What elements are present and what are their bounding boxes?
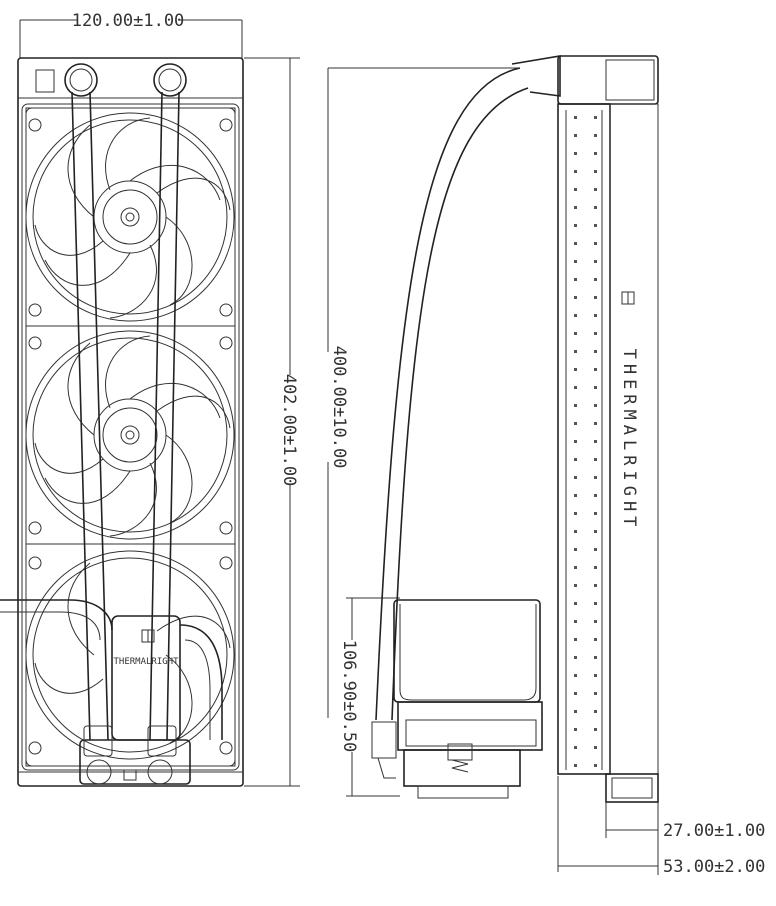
fan-3 bbox=[25, 543, 236, 767]
pump-brand-label: THERMALRIGHT bbox=[113, 657, 179, 667]
radiator-side: THERMALRIGHT bbox=[557, 103, 659, 775]
total-thickness-label: 53.00±2.00 bbox=[663, 857, 765, 877]
pump-height-label: 106.90±0.50 bbox=[339, 640, 359, 753]
front-view: 120.00±1.00 bbox=[0, 11, 300, 787]
fan-1 bbox=[25, 107, 236, 327]
side-tube bbox=[375, 55, 561, 721]
side-pump bbox=[371, 599, 543, 799]
pump-height-dimension: 106.90±0.50 bbox=[339, 597, 400, 797]
width-dimension: 120.00±1.00 bbox=[19, 11, 243, 58]
side-brand-label: THERMALRIGHT bbox=[619, 349, 639, 532]
tube-length-label: 400.00±10.00 bbox=[329, 346, 349, 469]
fan-2 bbox=[25, 325, 236, 545]
front-tubes bbox=[64, 63, 187, 741]
side-view: 400.00±10.00 106.90±0.50 THERMALRIGHT bbox=[327, 55, 765, 877]
tube-length-dimension: 400.00±10.00 bbox=[327, 67, 520, 718]
fan-connector bbox=[35, 69, 55, 93]
radiator-frame bbox=[17, 57, 244, 787]
height-dimension-label: 402.00±1.00 bbox=[279, 374, 299, 487]
radiator-thickness-label: 27.00±1.00 bbox=[663, 821, 765, 841]
thickness-dimensions: 27.00±1.00 53.00±2.00 bbox=[557, 776, 765, 877]
front-pump: THERMALRIGHT bbox=[0, 599, 223, 785]
radiator-fin-dots bbox=[574, 116, 597, 767]
width-dimension-label: 120.00±1.00 bbox=[72, 11, 185, 31]
height-dimension: 402.00±1.00 bbox=[244, 57, 300, 787]
bottom-fitting bbox=[605, 773, 659, 803]
top-fitting bbox=[557, 55, 659, 105]
